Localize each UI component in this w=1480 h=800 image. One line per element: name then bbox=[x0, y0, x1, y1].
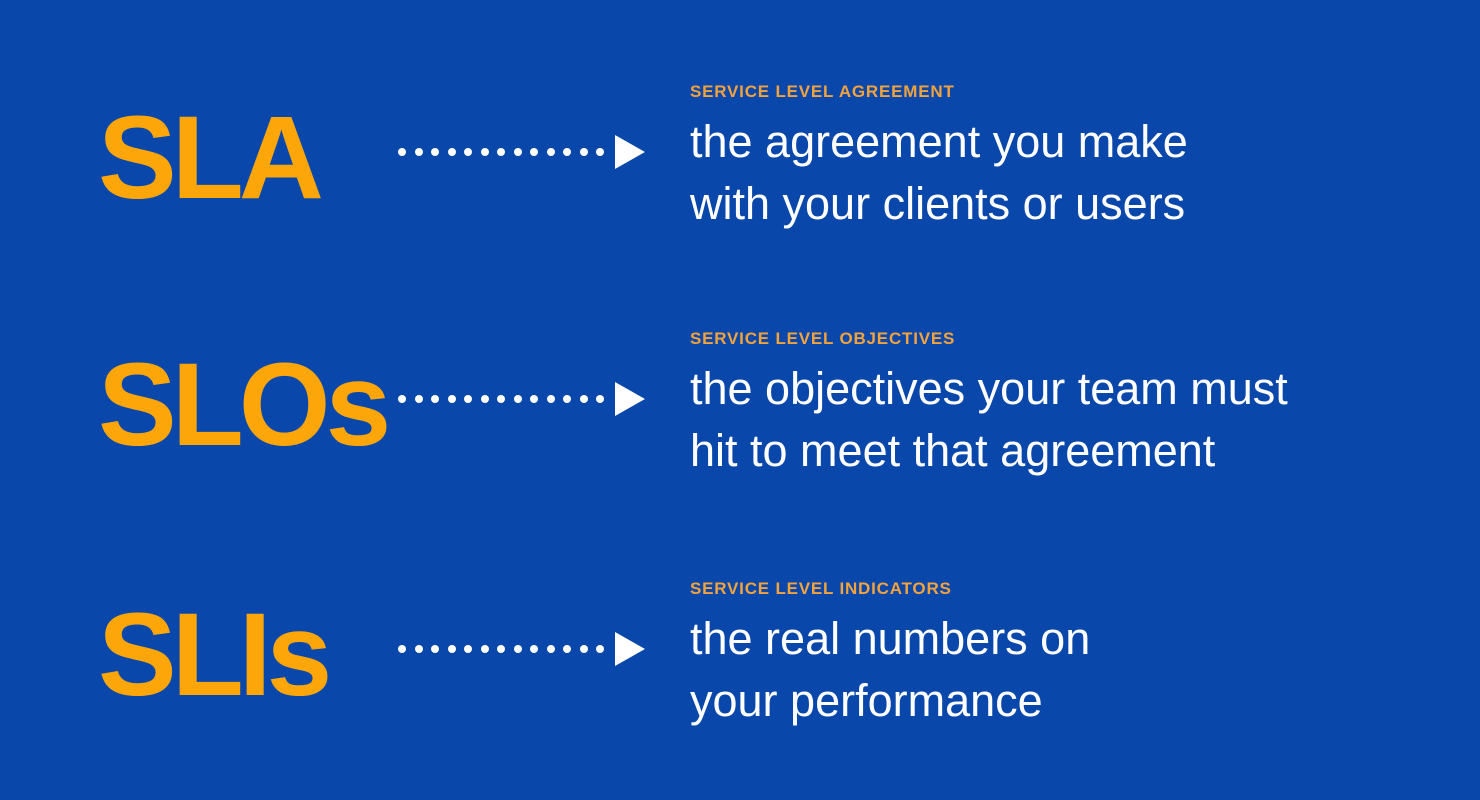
arrowhead-icon bbox=[614, 632, 645, 666]
definition-block-sla: SERVICE LEVEL AGREEMENT the agreement yo… bbox=[690, 82, 1188, 235]
definition-sla-line2: with your clients or users bbox=[690, 178, 1186, 229]
definition-slos-line1: the objectives your team must bbox=[690, 363, 1288, 414]
term-sla-text: SLA bbox=[98, 92, 324, 224]
label-service-level-indicators: SERVICE LEVEL INDICATORS bbox=[690, 579, 952, 598]
term-slos-text: SLOs bbox=[98, 339, 391, 471]
row-slos: SLOs SERVICE LEVEL OBJECTIVES the object… bbox=[0, 329, 1480, 529]
definition-slis-line1: the real numbers on bbox=[690, 613, 1091, 664]
dotted-arrow-icon bbox=[398, 382, 645, 416]
label-service-level-agreement: SERVICE LEVEL AGREEMENT bbox=[690, 82, 955, 101]
arrowhead-icon bbox=[614, 382, 645, 416]
term-slis-text: SLIs bbox=[98, 589, 332, 721]
row-slis: SLIs SERVICE LEVEL INDICATORS the real n… bbox=[0, 579, 1480, 779]
dotted-arrow-icon bbox=[398, 632, 645, 666]
label-service-level-objectives: SERVICE LEVEL OBJECTIVES bbox=[690, 329, 956, 348]
definition-block-slis: SERVICE LEVEL INDICATORS the real number… bbox=[690, 579, 1090, 732]
term-sla: SLA bbox=[98, 82, 324, 224]
dotted-arrow-icon bbox=[398, 135, 645, 169]
definition-sla-line1: the agreement you make bbox=[690, 116, 1188, 167]
term-slos: SLOs bbox=[98, 329, 391, 471]
term-slis: SLIs bbox=[98, 579, 332, 721]
arrowhead-icon bbox=[614, 135, 645, 169]
row-sla: SLA SERVICE LEVEL AGREEMENT the agreemen… bbox=[0, 82, 1480, 282]
definition-block-slos: SERVICE LEVEL OBJECTIVES the objectives … bbox=[690, 329, 1288, 482]
definition-slis-line2: your performance bbox=[690, 675, 1043, 726]
definition-slos-line2: hit to meet that agreement bbox=[690, 425, 1216, 476]
